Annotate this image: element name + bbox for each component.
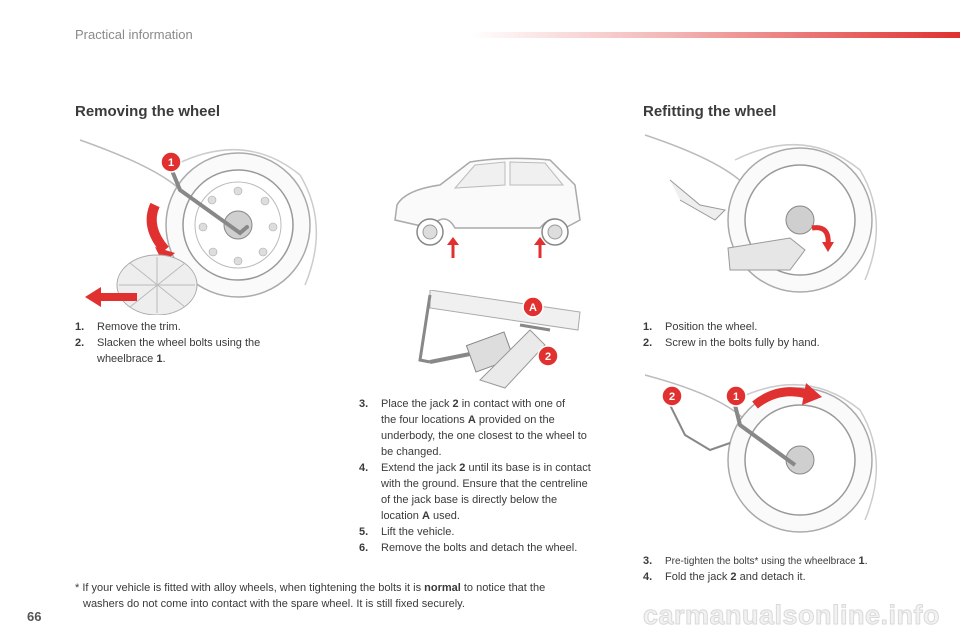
jack-step-6: 6. Remove the bolts and detach the wheel. <box>359 540 577 556</box>
callout-2-pretighten: 2 <box>661 385 683 407</box>
step-number: 3. <box>359 398 369 410</box>
step-text: Remove the bolts and detach the wheel. <box>381 542 578 554</box>
callout-A: A <box>522 296 544 318</box>
jack-illustration <box>418 290 581 389</box>
step-number: 2. <box>75 337 85 349</box>
step-text: Slacken the wheel bolts using the <box>97 337 261 349</box>
refitting-step-1: 1. Position the wheel. <box>643 319 757 335</box>
callout-2-jack: 2 <box>537 345 559 367</box>
removing-wheel-illustration <box>79 139 318 315</box>
callout-1-pretighten-label: 1 <box>733 391 739 403</box>
step-text: used. <box>429 510 460 522</box>
watermark: carmanualsonline.info <box>642 600 940 631</box>
footnote-emphasis: normal <box>424 582 461 594</box>
step-text: Fold the jack <box>665 571 731 583</box>
callout-A-label: A <box>529 302 537 314</box>
callout-2-label: 2 <box>545 351 551 363</box>
page-number: 66 <box>27 609 42 624</box>
step-text: until its base is in contact <box>465 462 591 474</box>
removing-step-1: 1. Remove the trim. <box>75 319 181 335</box>
step-ref: A <box>421 510 430 522</box>
jack-step-5: 5. Lift the vehicle. <box>359 524 454 540</box>
refitting-step-3: 3. Pre-tighten the bolts* using the wheel… <box>643 553 868 570</box>
step-number: 6. <box>359 542 369 554</box>
step-number: 3. <box>643 555 653 567</box>
car-side-illustration <box>394 157 581 258</box>
step-number: 1. <box>75 321 85 333</box>
header-accent-bar <box>470 32 960 38</box>
step-text: be changed. <box>381 446 442 458</box>
step-text: Place the jack <box>381 398 453 410</box>
callout-1-label: 1 <box>168 157 174 169</box>
step-ref: 1 <box>156 353 163 365</box>
step-text: Lift the vehicle. <box>381 526 455 538</box>
step-number: 4. <box>359 462 369 474</box>
step-text: Pre-tighten the bolts* using the wheelbr… <box>665 556 859 567</box>
callout-1-pretighten: 1 <box>725 385 747 407</box>
refitting-wheel-title: Refitting the wheel <box>643 103 777 120</box>
step-text: of the jack base is directly below the <box>381 494 558 506</box>
step-text: underbody, the one closest to the wheel … <box>381 430 587 442</box>
footnote-text: to notice that the <box>460 582 546 594</box>
removing-step-2: 2. Slacken the wheel bolts using the whee… <box>75 335 335 367</box>
step-ref: 2 <box>730 571 737 583</box>
removing-wheel-title: Removing the wheel <box>75 103 221 120</box>
step-ref: A <box>467 414 476 426</box>
section-header: Practical information <box>75 27 193 42</box>
callout-1-removing: 1 <box>160 151 182 173</box>
step-ref: 1 <box>858 555 865 567</box>
step-text: Remove the trim. <box>97 321 181 333</box>
refitting-wheel-illustration <box>644 134 878 293</box>
step-ref: 2 <box>459 462 466 474</box>
callout-2-pretighten-label: 2 <box>669 391 675 403</box>
alloy-wheel-footnote: * If your vehicle is fitted with alloy w… <box>75 580 615 612</box>
step-text: location <box>381 510 422 522</box>
step-text: provided on the <box>475 414 555 426</box>
step-text: wheelbrace <box>97 353 157 365</box>
step-number: 4. <box>643 571 653 583</box>
footnote-text: washers do not come into contact with th… <box>83 598 465 610</box>
step-text: Extend the jack <box>381 462 460 474</box>
refitting-step-4: 4. Fold the jack 2 and detach it. <box>643 569 806 585</box>
step-text: Position the wheel. <box>665 321 758 333</box>
pretighten-illustration <box>644 374 878 533</box>
footnote-text: * If your vehicle is fitted with alloy w… <box>75 582 425 594</box>
step-text: and detach it. <box>736 571 806 583</box>
jack-step-3: 3. Place the jack 2 in contact with one o… <box>359 396 629 460</box>
step-text: . <box>864 555 868 567</box>
step-text: the four locations <box>381 414 468 426</box>
step-ref: 2 <box>452 398 459 410</box>
step-text: with the ground. Ensure that the centrel… <box>381 478 588 490</box>
step-text: in contact with one of <box>458 398 566 410</box>
step-text: . <box>162 353 166 365</box>
step-number: 2. <box>643 337 653 349</box>
step-text: Screw in the bolts fully by hand. <box>665 337 820 349</box>
step-number: 5. <box>359 526 369 538</box>
jack-step-4: 4. Extend the jack 2 until its base is in… <box>359 460 629 524</box>
step-number: 1. <box>643 321 653 333</box>
refitting-step-2: 2. Screw in the bolts fully by hand. <box>643 335 820 351</box>
